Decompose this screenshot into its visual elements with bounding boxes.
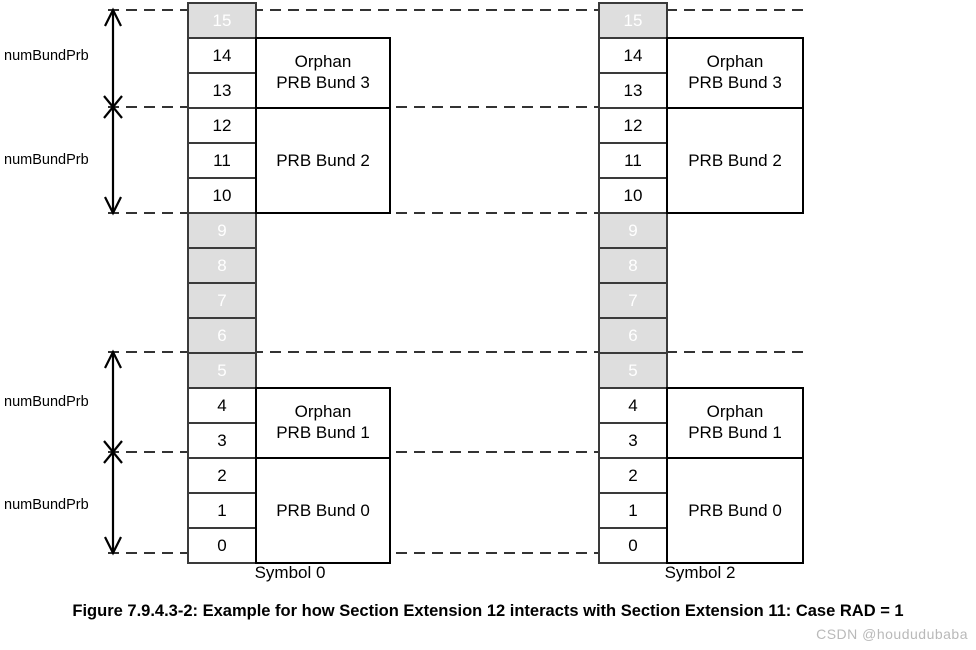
bundle-box-2 bbox=[666, 107, 804, 214]
bundle-label-line-2: PRB Bund 1 bbox=[276, 423, 370, 442]
prb-index-s0-10: 10 bbox=[212, 186, 232, 205]
bundle-label-line-1: PRB Bund 0 bbox=[688, 501, 782, 520]
prb-index-s2-3: 3 bbox=[628, 431, 638, 450]
prb-cell-1 bbox=[187, 492, 257, 529]
bundle-label-s0-2: PRB Bund 2 bbox=[256, 150, 390, 171]
prb-index-s2-0: 0 bbox=[628, 536, 638, 555]
prb-index-s0-13: 13 bbox=[212, 81, 232, 100]
prb-index-s0-3: 3 bbox=[217, 431, 227, 450]
prb-index-s2-8: 8 bbox=[628, 256, 638, 275]
symbol-0-prb-cells bbox=[187, 2, 257, 564]
bundle-label-line-2: PRB Bund 1 bbox=[688, 423, 782, 442]
arrow-head-upper-bottom bbox=[104, 196, 122, 216]
prb-index-s0-2: 2 bbox=[217, 466, 227, 485]
prb-index-s0-0: 0 bbox=[217, 536, 227, 555]
prb-cell-7 bbox=[598, 282, 668, 319]
prb-cell-4 bbox=[187, 387, 257, 424]
symbol-0-bundle-boxes bbox=[255, 37, 391, 564]
bundle-box-3 bbox=[666, 37, 804, 109]
prb-cell-9 bbox=[187, 212, 257, 249]
prb-index-s2-12: 12 bbox=[623, 116, 643, 135]
bundle-label-line-2: PRB Bund 3 bbox=[688, 73, 782, 92]
prb-index-s2-15: 15 bbox=[623, 11, 643, 30]
prb-index-s0-15: 15 bbox=[212, 11, 232, 30]
bundle-label-s2-2: PRB Bund 2 bbox=[667, 150, 803, 171]
annotation-numbundprb-top-upper: numBundPrb bbox=[4, 48, 89, 64]
symbol-axis-label-0: Symbol 0 bbox=[254, 563, 326, 582]
numbundprb-arrows bbox=[103, 7, 123, 556]
prb-index-s0-12: 12 bbox=[212, 116, 232, 135]
prb-index-s2-5: 5 bbox=[628, 361, 638, 380]
prb-cell-11 bbox=[187, 142, 257, 179]
bundle-label-line-1: Orphan bbox=[706, 402, 764, 421]
prb-index-s2-11: 11 bbox=[624, 151, 642, 170]
prb-index-s2-6: 6 bbox=[628, 326, 638, 345]
bundle-label-s2-0: PRB Bund 0 bbox=[667, 500, 803, 521]
bundle-label-line-1: Orphan bbox=[706, 52, 764, 71]
prb-index-s0-8: 8 bbox=[217, 256, 227, 275]
bundle-label-line-1: Orphan bbox=[294, 52, 352, 71]
prb-cell-2 bbox=[187, 457, 257, 494]
prb-index-s0-6: 6 bbox=[217, 326, 227, 345]
prb-index-s0-7: 7 bbox=[217, 291, 227, 310]
arrow-head-lower-top bbox=[104, 349, 122, 369]
prb-cell-3 bbox=[187, 422, 257, 459]
bundle-label-s2-1: Orphan PRB Bund 1 bbox=[667, 401, 803, 443]
prb-cell-5 bbox=[598, 352, 668, 389]
prb-index-s2-2: 2 bbox=[628, 466, 638, 485]
bundle-label-s2-3: Orphan PRB Bund 3 bbox=[667, 51, 803, 93]
prb-cell-13 bbox=[598, 72, 668, 109]
prb-index-s2-4: 4 bbox=[628, 396, 638, 415]
bundle-label-line-1: PRB Bund 2 bbox=[688, 151, 782, 170]
prb-index-s0-4: 4 bbox=[217, 396, 227, 415]
prb-index-s0-14: 14 bbox=[212, 46, 232, 65]
prb-index-s2-13: 13 bbox=[623, 81, 643, 100]
bundle-label-s0-1: Orphan PRB Bund 1 bbox=[256, 401, 390, 443]
prb-cell-14 bbox=[598, 37, 668, 74]
arrow-divider-upper bbox=[103, 95, 123, 119]
bundle-label-s0-3: Orphan PRB Bund 3 bbox=[256, 51, 390, 93]
bundle-label-s0-0: PRB Bund 0 bbox=[256, 500, 390, 521]
prb-index-s0-1: 1 bbox=[217, 501, 227, 520]
annotation-numbundprb-bottom-upper: numBundPrb bbox=[4, 394, 89, 410]
bundle-box-3 bbox=[255, 37, 391, 109]
symbol-2-column bbox=[598, 2, 804, 564]
prb-cell-0 bbox=[598, 527, 668, 564]
prb-index-s2-10: 10 bbox=[623, 186, 643, 205]
bundle-box-1 bbox=[255, 387, 391, 459]
prb-cell-5 bbox=[187, 352, 257, 389]
arrow-divider-lower bbox=[103, 440, 123, 464]
prb-cell-7 bbox=[187, 282, 257, 319]
bundle-box-1 bbox=[666, 387, 804, 459]
bundle-label-line-1: Orphan bbox=[294, 402, 352, 421]
prb-cell-0 bbox=[187, 527, 257, 564]
prb-index-s2-1: 1 bbox=[628, 501, 638, 520]
arrow-head-lower-bottom bbox=[104, 536, 122, 556]
annotation-numbundprb-top-lower: numBundPrb bbox=[4, 152, 89, 168]
bundle-label-line-1: PRB Bund 2 bbox=[276, 151, 370, 170]
symbol-2-bundle-boxes bbox=[666, 37, 804, 564]
prb-cell-15 bbox=[598, 2, 668, 39]
prb-index-s0-9: 9 bbox=[217, 221, 227, 240]
bundle-label-line-1: PRB Bund 0 bbox=[276, 501, 370, 520]
figure-caption: Figure 7.9.4.3-2: Example for how Sectio… bbox=[72, 602, 904, 620]
bundle-box-0 bbox=[666, 457, 804, 564]
csdn-watermark: CSDN @hoududubaba bbox=[816, 626, 968, 642]
arrow-head-upper-top bbox=[104, 7, 122, 27]
prb-index-s2-14: 14 bbox=[623, 46, 643, 65]
bundle-label-line-2: PRB Bund 3 bbox=[276, 73, 370, 92]
symbol-axis-label-2: Symbol 2 bbox=[664, 563, 736, 582]
symbol-0-column bbox=[187, 2, 391, 564]
annotation-numbundprb-bottom-lower: numBundPrb bbox=[4, 497, 89, 513]
prb-index-s2-9: 9 bbox=[628, 221, 638, 240]
prb-index-s0-5: 5 bbox=[217, 361, 227, 380]
prb-index-s0-11: 11 bbox=[213, 151, 231, 170]
prb-index-s2-7: 7 bbox=[628, 291, 638, 310]
bundle-box-2 bbox=[255, 107, 391, 214]
bundle-box-0 bbox=[255, 457, 391, 564]
